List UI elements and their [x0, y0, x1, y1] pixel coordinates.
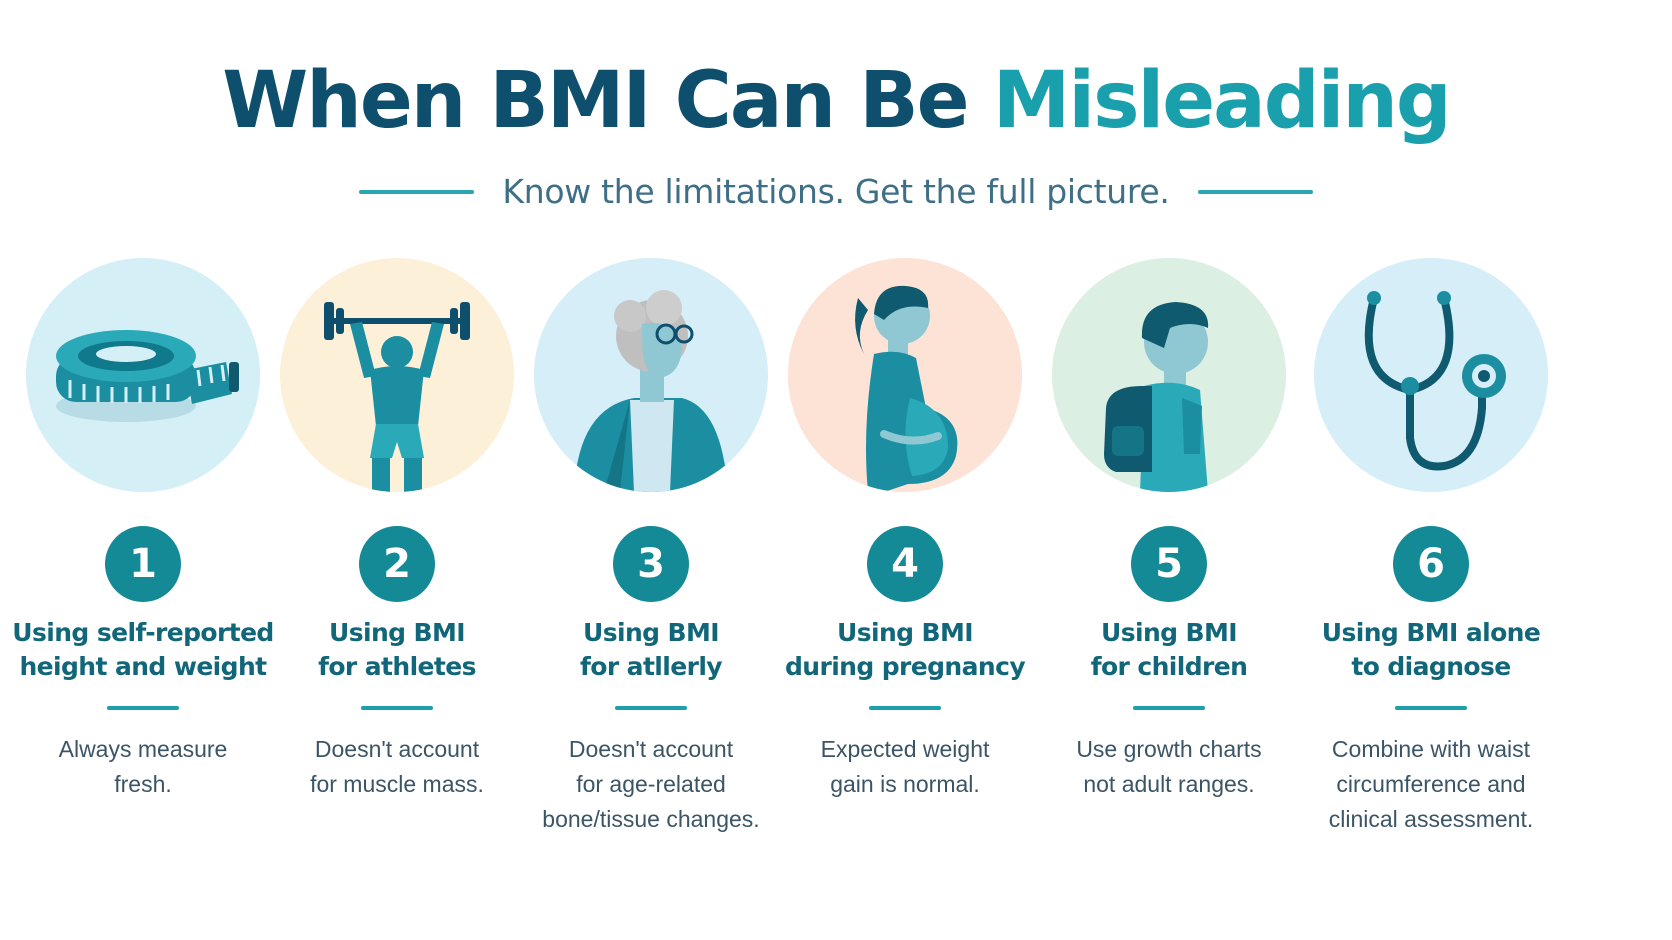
card-pregnancy: 4 Using BMI during pregnancy Expected we…: [767, 258, 1043, 802]
divider: [869, 706, 941, 710]
card-title: Using BMI for atllerly: [580, 618, 723, 681]
card-description: Doesn't account for age-related bone/tis…: [542, 736, 760, 832]
subtitle-row: Know the limitations. Get the full pictu…: [0, 172, 1672, 211]
page-title: When BMI Can Be Misleading: [0, 62, 1672, 140]
number-badge: 1: [105, 526, 181, 602]
divider: [107, 706, 179, 710]
stethoscope-icon: [1314, 258, 1548, 492]
pregnant-woman-icon: [788, 258, 1022, 492]
elderly-person-icon: [534, 258, 768, 492]
card-athletes: 2 Using BMI for athletes Doesn't account…: [259, 258, 535, 802]
number-badge: 4: [867, 526, 943, 602]
card-diagnose: 6 Using BMI alone to diagnose Combine wi…: [1293, 258, 1569, 837]
title-accent: Misleading: [992, 56, 1452, 146]
divider: [615, 706, 687, 710]
card-description: Use growth charts not adult ranges.: [1076, 736, 1262, 797]
card-title: Using BMI alone to diagnose: [1321, 618, 1541, 681]
card-title: Using BMI during pregnancy: [784, 618, 1026, 681]
card-children: 5 Using BMI for children Use growth char…: [1031, 258, 1307, 802]
number-badge: 3: [613, 526, 689, 602]
card-elderly: 3 Using BMI for atllerly Doesn't account…: [513, 258, 789, 837]
divider: [361, 706, 433, 710]
divider: [1395, 706, 1467, 710]
measuring-tape-icon: [26, 258, 260, 492]
card-title: Using self-reported height and weight: [12, 618, 274, 681]
weightlifter-icon: [280, 258, 514, 492]
number-badge: 6: [1393, 526, 1469, 602]
number-badge: 5: [1131, 526, 1207, 602]
card-description: Combine with waist circumference and cli…: [1328, 736, 1534, 832]
card-description: Doesn't account for muscle mass.: [310, 736, 484, 797]
subtitle-rule-left: [359, 189, 475, 194]
card-description: Expected weight gain is normal.: [820, 736, 990, 797]
subtitle: Know the limitations. Get the full pictu…: [502, 172, 1170, 211]
number-badge: 2: [359, 526, 435, 602]
divider: [1133, 706, 1205, 710]
subtitle-rule-right: [1197, 189, 1313, 194]
card-title: Using BMI for athletes: [318, 618, 476, 681]
title-main: When BMI Can Be: [222, 56, 969, 146]
child-with-backpack-icon: [1052, 258, 1286, 492]
card-description: Always measure fresh.: [58, 736, 228, 797]
card-title: Using BMI for children: [1090, 618, 1248, 681]
card-self-reported: 1 Using self-reported height and weight …: [5, 258, 281, 802]
